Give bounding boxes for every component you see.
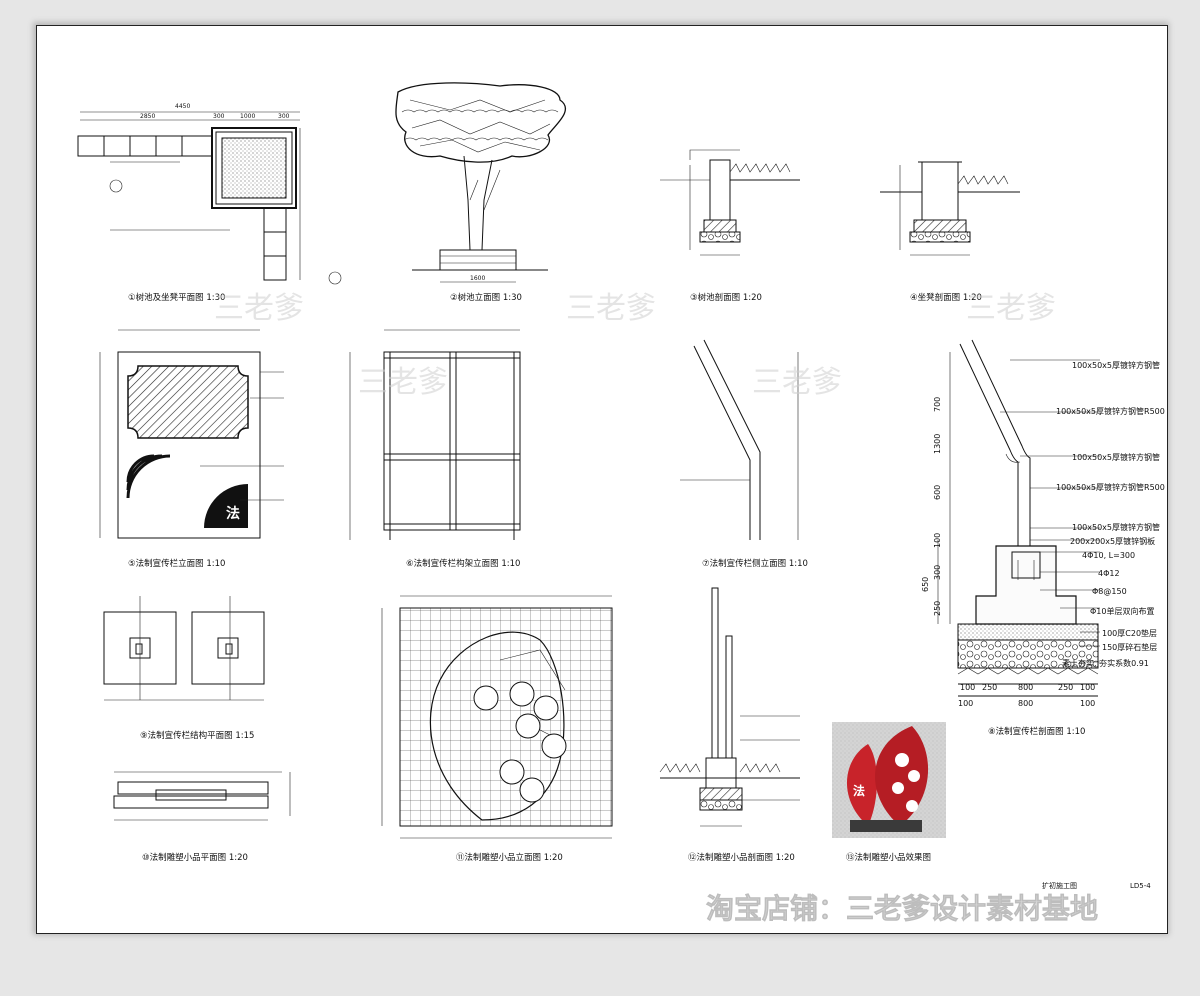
section-label-7: 4Φ10, L=300 xyxy=(1082,551,1135,560)
sculpture-plan xyxy=(113,771,291,821)
board-section: 100x50x5厚镀锌方钢管 100x50x5厚镀锌方钢管R500 100x50… xyxy=(921,339,1165,708)
section-dim-b4: 250 xyxy=(1058,683,1073,692)
plan1-dim-b: 300 xyxy=(213,113,225,120)
board-fa-symbol: 法 xyxy=(226,505,240,522)
section-label-5: 100x50x5厚镀锌方钢管 xyxy=(1072,522,1160,532)
section-dim-b6: 100 xyxy=(958,699,973,708)
section-label-4: 100x50x5厚镀锌方钢管R500 xyxy=(1056,482,1165,492)
section-label-8: 4Φ12 xyxy=(1098,569,1120,578)
sheet-name: 扩初施工图 xyxy=(1042,881,1077,890)
title-5: ⑤法制宣传栏立面图 1:10 xyxy=(128,558,225,569)
section-dim-b2: 250 xyxy=(982,683,997,692)
title-3: ③树池剖面图 1:20 xyxy=(690,292,762,303)
title-11: ⑪法制雕塑小品立面图 1:20 xyxy=(456,852,563,863)
watermark-4: 三老爹 xyxy=(358,365,448,400)
title-4: ④坐凳剖面图 1:20 xyxy=(910,292,982,303)
title-8: ⑧法制宣传栏剖面图 1:10 xyxy=(988,726,1085,737)
plan1-dim-c: 1000 xyxy=(240,113,255,120)
plan1-dim-total: 4450 xyxy=(175,103,190,110)
sheet-number: LD5-4 xyxy=(1130,882,1151,890)
section-label-2: 100x50x5厚镀锌方钢管R500 xyxy=(1056,406,1165,416)
section-dim-l5: 300 xyxy=(933,565,942,580)
watermark-1: 三老爹 xyxy=(214,291,304,326)
tree-pool-section xyxy=(660,149,800,256)
section-label-1: 100x50x5厚镀锌方钢管 xyxy=(1072,360,1160,370)
section-label-11: 100厚C20垫层 xyxy=(1102,628,1157,638)
section-dim-l2: 700 xyxy=(933,397,942,412)
title-7: ⑦法制宣传栏侧立面图 1:10 xyxy=(702,558,808,569)
rendering-fa-symbol: 法 xyxy=(853,783,865,798)
footer-watermark: 淘宝店铺：三老爹设计素材基地 xyxy=(706,892,1098,925)
section-label-12: 150厚碎石垫层 xyxy=(1102,642,1157,652)
watermark-3: 三老爹 xyxy=(966,291,1056,326)
section-label-13: 素土夯实, 夯实系数0.91 xyxy=(1062,658,1149,668)
title-6: ⑥法制宣传栏构架立面图 1:10 xyxy=(406,558,520,569)
section-dim-l7: 650 xyxy=(921,577,930,592)
section-label-10: Φ10单层双向布置 xyxy=(1090,606,1154,616)
plan1-dim-d: 300 xyxy=(278,113,290,120)
title-12: ⑫法制雕塑小品剖面图 1:20 xyxy=(688,852,795,863)
structure-plan xyxy=(103,596,265,701)
title-2: ②树池立面图 1:30 xyxy=(450,292,522,303)
section-dim-b7: 800 xyxy=(1018,699,1033,708)
tree-dim: 1600 xyxy=(470,275,485,282)
sculpture-section xyxy=(659,587,800,827)
title-9: ⑨法制宣传栏结构平面图 1:15 xyxy=(140,730,254,741)
section-label-9: Φ8@150 xyxy=(1092,587,1127,596)
section-dim-b8: 100 xyxy=(1080,699,1095,708)
section-dim-l4: 100 xyxy=(933,533,942,548)
section-dim-b5: 100 xyxy=(1080,683,1095,692)
bench-section xyxy=(880,161,1020,256)
section-dim-l3: 600 xyxy=(933,485,942,500)
section-dim-l6: 250 xyxy=(933,601,942,616)
section-label-6: 200x200x5厚镀锌钢板 xyxy=(1070,536,1155,546)
board-side-elevation xyxy=(680,339,799,540)
board-elevation: 法 xyxy=(99,329,284,539)
tree-pool-plan: 4450 2850 300 1000 300 xyxy=(77,103,342,285)
frame-elevation xyxy=(349,329,521,540)
section-dim-b3: 800 xyxy=(1018,683,1033,692)
section-label-3: 100x50x5厚镀锌方钢管 xyxy=(1072,452,1160,462)
title-1: ①树池及坐凳平面图 1:30 xyxy=(128,292,225,303)
sculpture-elevation xyxy=(381,595,613,839)
sculpture-rendering: 法 xyxy=(832,722,946,838)
watermark-2: 三老爹 xyxy=(566,291,656,326)
section-dim-b1: 100 xyxy=(960,683,975,692)
watermark-5: 三老爹 xyxy=(752,365,842,400)
title-10: ⑩法制雕塑小品平面图 1:20 xyxy=(142,852,248,863)
section-dim-l1: 1300 xyxy=(933,434,942,454)
plan1-dim-a: 2850 xyxy=(140,113,155,120)
title-13: ⑬法制雕塑小品效果图 xyxy=(846,852,931,863)
tree-elevation: 1600 xyxy=(395,82,567,283)
